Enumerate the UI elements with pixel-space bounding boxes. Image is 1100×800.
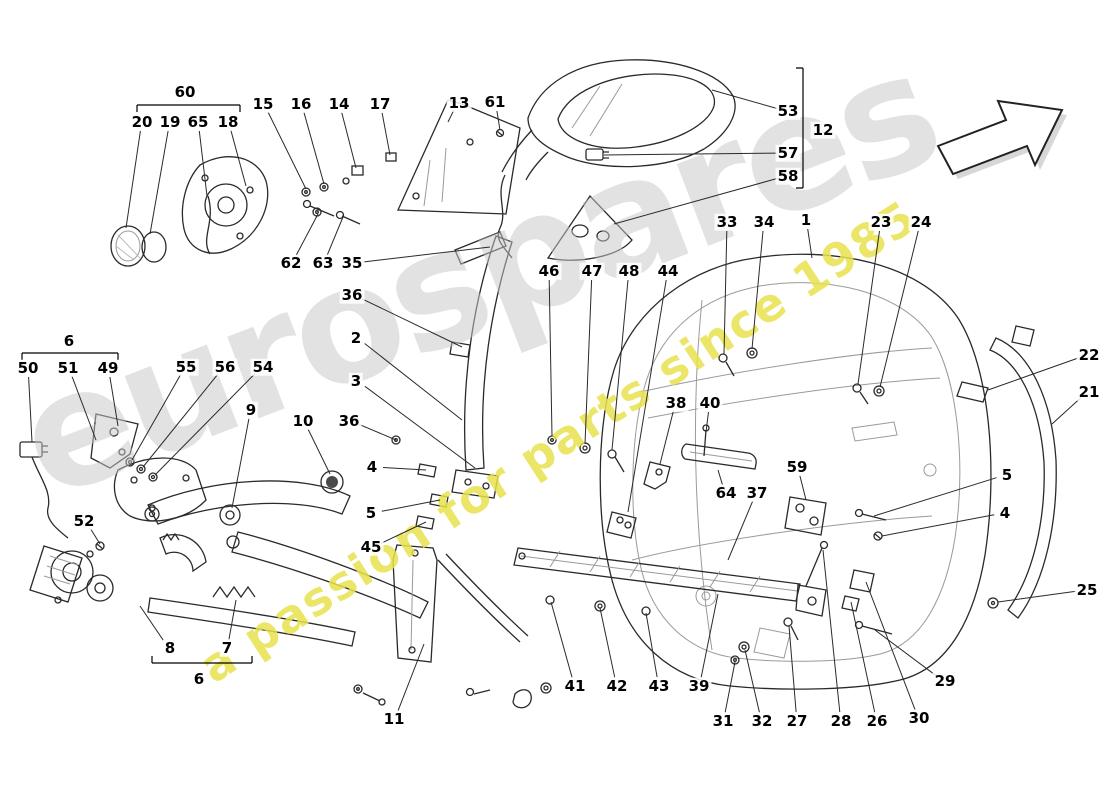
trim-clip (956, 381, 989, 403)
mirror-base (397, 99, 521, 215)
lock-bracket (784, 496, 827, 536)
regulator-pulley (219, 504, 241, 526)
guide-rail (392, 544, 438, 663)
direction-arrow (936, 99, 1067, 179)
motor-connector (19, 441, 43, 458)
mirror-housing (527, 59, 736, 168)
mirror-connector (585, 148, 604, 161)
window-channel (391, 235, 637, 643)
speaker-assembly (110, 156, 269, 267)
door-trim-strip (956, 337, 1057, 619)
motor-housing (29, 545, 83, 603)
window-regulator (19, 413, 552, 709)
speaker-pod (181, 156, 269, 254)
mirror-glass (557, 73, 716, 149)
impact-beam-rail (513, 347, 893, 665)
door-outline (599, 253, 992, 690)
rear-view-mirror (301, 59, 736, 265)
door-shell (599, 253, 1035, 690)
regulator-arm (147, 480, 351, 525)
armrest-bar (681, 443, 757, 470)
mirror-gasket (546, 194, 633, 261)
